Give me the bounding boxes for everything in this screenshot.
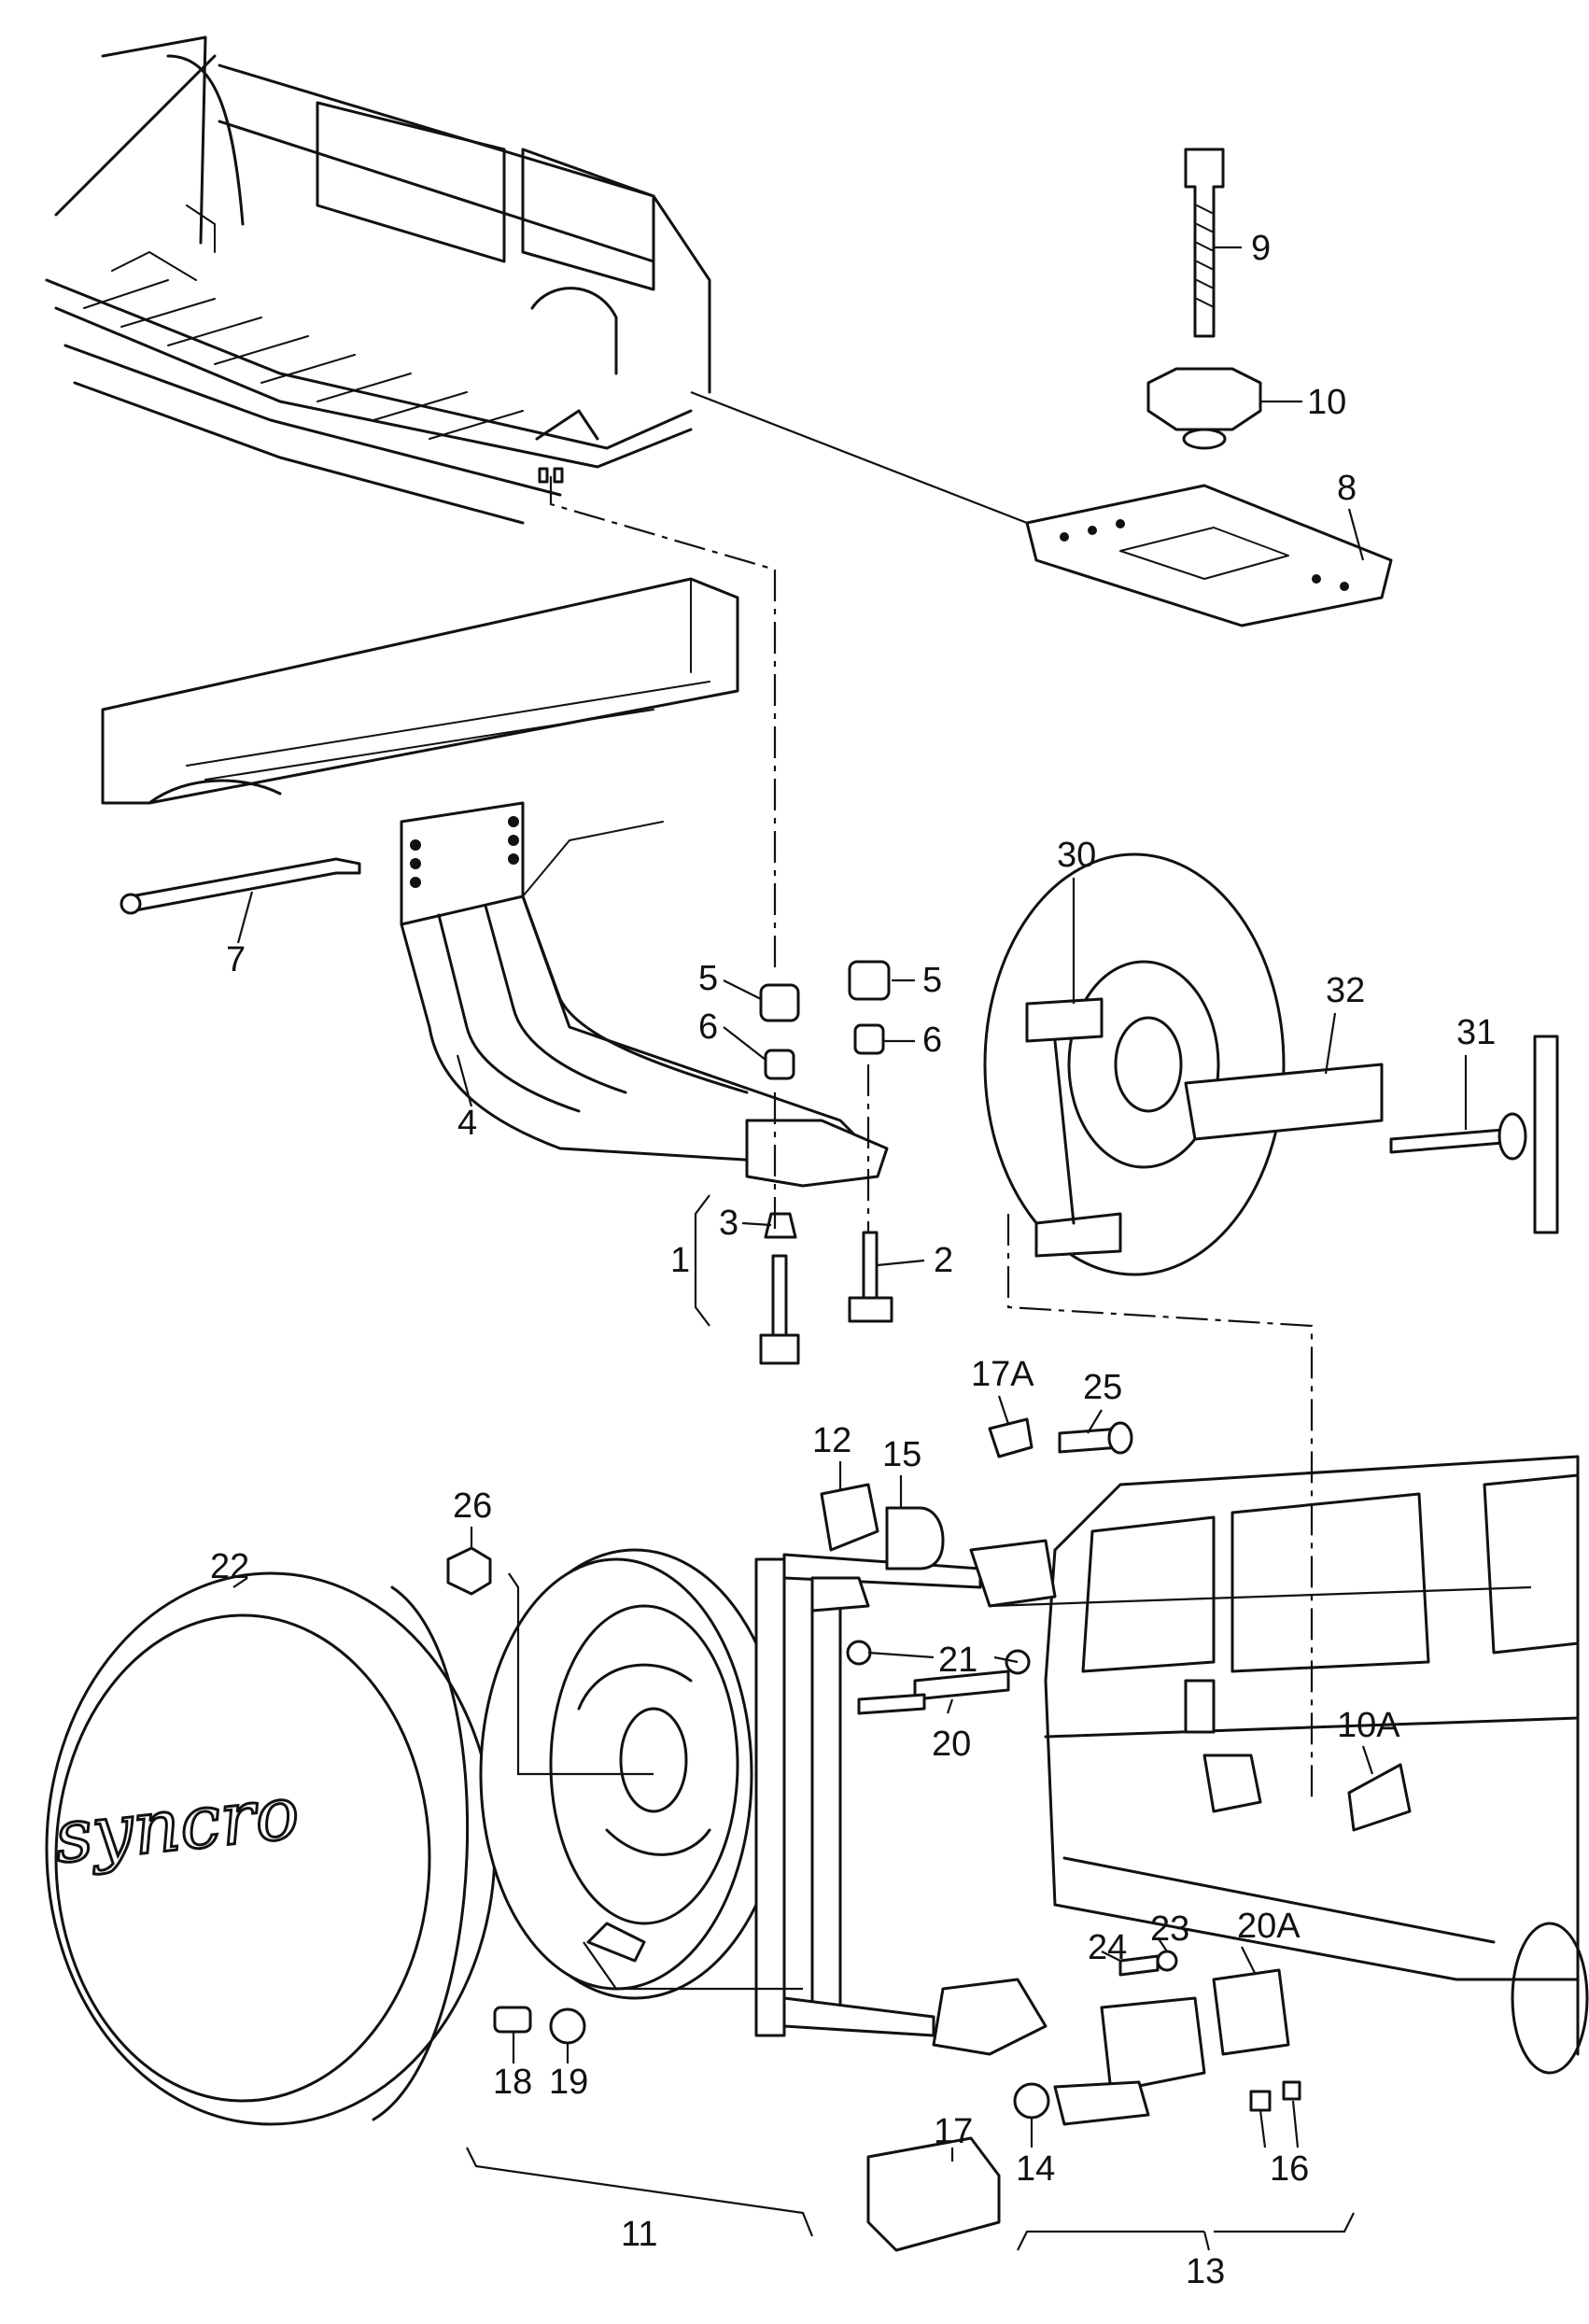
callout-24: 24 [1088,1928,1127,1967]
clip-17a [988,1417,1034,1458]
cap-18 [493,2006,532,2034]
callout-31: 31 [1456,1013,1496,1052]
knob-14 [1013,2082,1050,2120]
callout-labels: 9 10 8 7 4 5 6 5 6 3 1 2 30 32 31 17A 25… [210,229,1496,2291]
holder-plate-bottom [1034,1212,1122,1258]
screw-16b [1282,2080,1301,2101]
callout-4: 4 [457,1104,477,1143]
clamp-bolt [1184,148,1225,338]
cap-17 [866,2136,1001,2252]
spacer-left [764,1049,795,1080]
sill-panel [101,577,739,805]
bolt-24 [1118,1954,1160,1977]
lock-housing [1100,1996,1206,2093]
callout-6-right: 6 [922,1021,942,1060]
callout-20A: 20A [1237,1907,1301,1946]
holder-plate-top [1025,997,1104,1043]
callout-30: 30 [1057,836,1096,875]
screw-shaft [1389,1128,1505,1154]
spare-wheel-bracket [400,801,889,1188]
callout-2: 2 [934,1241,953,1280]
callout-21: 21 [938,1641,977,1680]
leader-lines [232,246,1468,2162]
callout-3: 3 [719,1204,738,1243]
holder-arm [1184,1063,1384,1141]
callout-6-left: 6 [698,1007,718,1047]
plate-20a [1212,1968,1290,2056]
callout-25: 25 [1083,1368,1122,1407]
lower-hinge [932,1978,1048,2056]
screw-16a [1249,2090,1272,2112]
callout-17: 17 [934,2112,973,2151]
callout-18: 18 [493,2063,532,2102]
bumper-15 [885,1506,945,1570]
t-handle [1533,1035,1559,1234]
carrier-post-right [810,1585,842,2019]
small-parts-lower [493,2006,586,2045]
callout-1: 1 [670,1241,690,1280]
nut-clip [764,1212,797,1239]
gas-strut-20 [913,1669,1010,1701]
callout-20: 20 [932,1725,971,1764]
nut-26 [446,1546,492,1596]
callout-22: 22 [210,1547,249,1586]
callout-32: 32 [1326,971,1365,1010]
spare-wheel-cover: syncro [45,1571,497,2126]
carrier-post-left [754,1557,786,2037]
callout-7: 7 [226,940,246,979]
callout-26: 26 [453,1486,492,1526]
callout-13: 13 [1186,2252,1225,2291]
callout-10: 10 [1307,383,1346,422]
handwheel [1146,367,1262,431]
callout-14: 14 [1016,2149,1055,2189]
sleeve-19 [549,2007,586,2045]
bracket-10a [1347,1763,1412,1832]
spacer-right [853,1023,885,1055]
callout-5-left: 5 [698,959,718,998]
plate-assembly [1025,148,1393,627]
callout-16: 16 [1270,2149,1309,2189]
upper-hinge [969,1539,1057,1608]
callout-15: 15 [882,1435,921,1474]
spare-wheel-carrier [479,1539,1057,2056]
callout-11: 11 [621,2215,657,2254]
callout-10A: 10A [1337,1706,1400,1745]
callout-17A: 17A [971,1355,1034,1394]
callout-12: 12 [812,1421,851,1460]
bolt-left [771,1254,788,1337]
group-brackets [466,1194,1355,2251]
bolt-right [862,1231,879,1300]
callout-8: 8 [1337,469,1357,508]
vehicle-rear [989,1455,1589,2075]
callout-19: 19 [549,2063,588,2102]
callout-5-right: 5 [922,961,942,1000]
plate-12 [820,1483,879,1552]
mounting-hardware [759,960,893,1365]
callout-23: 23 [1150,1909,1189,1949]
assembly-lines-top [549,390,1314,1802]
callout-9: 9 [1251,229,1271,268]
support-rod [120,857,361,915]
rubber-buffer-right [848,960,891,1001]
vehicle-underbody [45,35,711,525]
spare-wheel-with-holder [983,852,1559,1276]
lock-assembly [866,1950,1301,2252]
rubber-buffer-left [759,983,800,1022]
washer-23 [1156,1950,1178,1972]
